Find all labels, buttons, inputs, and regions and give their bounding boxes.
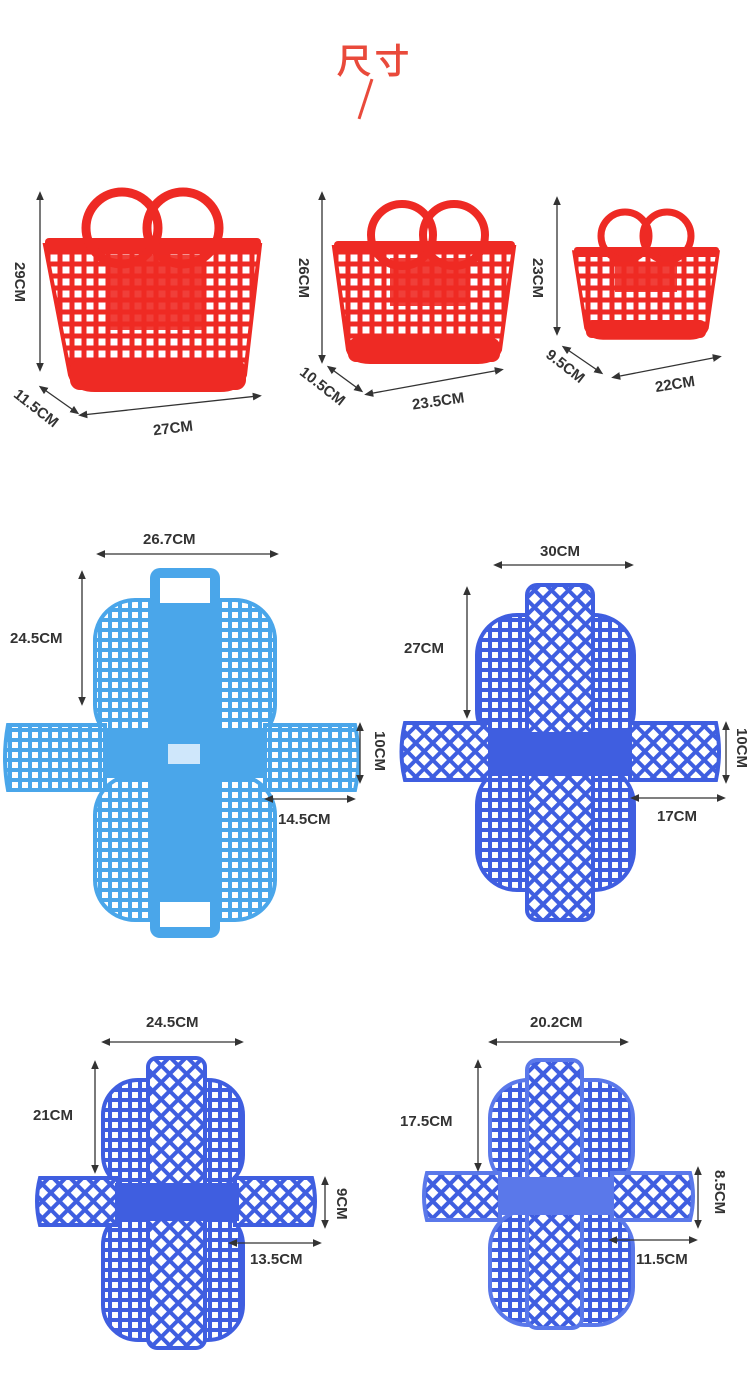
flat-4-side-height-label: 8.5CM — [711, 1170, 728, 1215]
flat-2-width-label: 30CM — [540, 543, 581, 560]
flat-4-height-label: 17.5CM — [400, 1113, 453, 1130]
flat-3-width-label: 24.5CM — [146, 1014, 199, 1031]
flat-basket-4 — [422, 1038, 702, 1330]
page-title: 尺寸 — [337, 42, 413, 82]
flat-4-side-width-label: 11.5CM — [636, 1251, 688, 1268]
flat-basket-3 — [35, 1038, 329, 1350]
basket-3-height-label: 23CM — [529, 258, 546, 299]
flat-baskets-illustration — [3, 550, 730, 1350]
red-basket-small — [553, 196, 722, 380]
flat-3-side-width-label: 13.5CM — [250, 1251, 303, 1268]
flat-basket-1 — [3, 550, 364, 938]
flat-3-height-label: 21CM — [33, 1107, 74, 1124]
flat-1-side-width-label: 14.5CM — [278, 811, 331, 828]
flat-4-width-label: 20.2CM — [530, 1014, 583, 1031]
basket-2-height-label: 26CM — [295, 258, 312, 299]
red-basket-large — [36, 187, 263, 419]
flat-2-height-label: 27CM — [404, 640, 445, 657]
basket-1-height-label: 29CM — [11, 262, 28, 303]
flat-1-width-label: 26.7CM — [143, 531, 196, 548]
flat-basket-2 — [399, 561, 730, 922]
flat-1-side-height-label: 10CM — [371, 731, 388, 772]
flat-3-side-height-label: 9CM — [333, 1188, 350, 1220]
flat-2-side-width-label: 17CM — [657, 808, 698, 825]
red-basket-medium — [318, 191, 517, 397]
flat-2-side-height-label: 10CM — [733, 728, 750, 769]
red-baskets-illustration — [36, 187, 722, 419]
flat-1-height-label: 24.5CM — [10, 630, 63, 647]
